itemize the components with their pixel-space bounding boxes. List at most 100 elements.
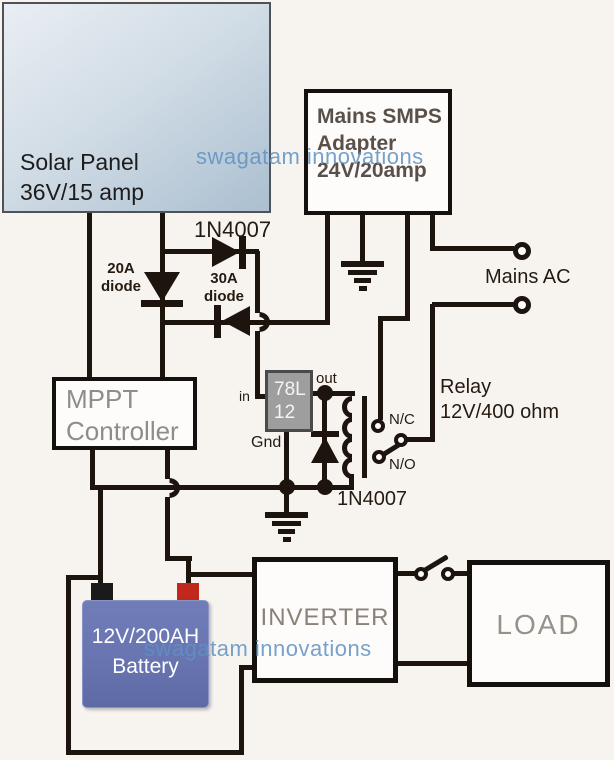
ground1-bar1 — [341, 261, 384, 267]
wire-batt-pos-jog — [165, 556, 192, 561]
wire-regin-vert-b — [255, 331, 260, 398]
solar-panel-block: Solar Panel 36V/15 amp — [2, 2, 271, 213]
relay-no-label: N/O — [389, 456, 416, 473]
smps-label-line2: Adapter — [317, 132, 397, 155]
relay-coil-bottom-stub — [349, 474, 354, 490]
ground1-bar4 — [359, 286, 367, 291]
relay-coil-turn3 — [342, 437, 352, 459]
wire-1n4007-branch — [162, 249, 259, 254]
wire-loop-left — [66, 575, 71, 755]
battery-pos-terminal — [177, 583, 199, 603]
smps-block: Mains SMPS Adapter 24V/20amp — [304, 89, 452, 215]
wire-hop-over-ground-rail — [169, 478, 180, 498]
wire-inverter-out — [398, 571, 416, 576]
relay-no-contact — [372, 450, 386, 464]
regulator-78l12-block: 78L 12 — [265, 370, 313, 432]
mppt-label-line2: Controller — [66, 416, 179, 446]
wire-smps-mains-vert — [430, 213, 435, 251]
output-switch-right-contact — [441, 567, 455, 581]
wire-mains-bot-horiz — [432, 302, 514, 307]
smps-label-line3: 24V/20amp — [317, 159, 427, 182]
battery-neg-terminal — [91, 583, 113, 603]
relay-coil-turn1 — [342, 396, 352, 418]
flyback-diode-triangle — [311, 437, 339, 463]
mains-ac-terminal-top — [513, 242, 531, 260]
load-label: LOAD — [496, 609, 581, 640]
solar-panel-label-line1: Solar Panel — [20, 149, 139, 175]
wire-smps-nc-vert1 — [405, 213, 410, 321]
smps-label-line1: Mains SMPS — [317, 105, 442, 128]
watermark-lower: swagatam innovations — [144, 636, 372, 661]
regulator-pin-in-label: in — [239, 388, 250, 404]
diode-30a-triangle — [222, 306, 250, 336]
diode-flyback-label: 1N4007 — [337, 488, 408, 510]
battery-block: 12V/200AH Battery — [82, 600, 209, 708]
wire-mains-top-horiz — [432, 246, 514, 251]
relay-nc-label: N/C — [389, 411, 415, 428]
wire-regin-vert-a — [255, 251, 260, 313]
relay-label-line1: Relay — [440, 376, 492, 398]
output-switch-left-contact — [414, 567, 428, 581]
diode-30a-cathode-bar — [214, 305, 221, 338]
relay-label-line2: 12V/400 ohm — [440, 401, 559, 423]
ground1-bar2 — [348, 270, 377, 275]
diode-30a-label-line2: diode — [204, 288, 244, 305]
ground1-bar3 — [354, 278, 371, 283]
diode-20a-label: 20A diode — [92, 260, 150, 296]
relay-coil-turn2 — [342, 417, 352, 439]
wire-loop-right — [239, 667, 244, 755]
ground2-stem — [284, 490, 289, 514]
inverter-label: INVERTER — [260, 604, 390, 631]
inverter-block: INVERTER — [252, 557, 398, 683]
wire-batt-pos-vert — [186, 556, 191, 585]
mppt-label: MPPT Controller — [66, 383, 179, 447]
mppt-label-line1: MPPT — [66, 384, 139, 414]
wire-mppt-neg-vert — [90, 450, 95, 490]
wire-regout-horiz — [313, 391, 355, 396]
wire-regin-stub — [255, 394, 268, 399]
regulator-label-line1: 78L — [274, 379, 306, 400]
diode-30a-label: 30A diode — [194, 270, 254, 306]
regulator-label-line2: 12 — [274, 402, 296, 423]
wire-smps-gnd-vert — [360, 213, 365, 263]
diode-20a-triangle — [144, 272, 180, 302]
wire-smps-nc-horiz — [378, 316, 410, 321]
wire-pole-horiz — [405, 437, 435, 442]
wire-switch-to-load — [453, 571, 469, 576]
regulator-pin-out-label: out — [316, 370, 337, 387]
mppt-block: MPPT Controller — [52, 377, 197, 450]
ground2-bar1 — [265, 512, 308, 518]
diode-1n4007-top-label: 1N4007 — [194, 217, 272, 242]
ground2-bar4 — [283, 537, 291, 542]
wire-reg-gnd-vert — [284, 432, 289, 487]
relay-coil-turn4 — [342, 457, 352, 479]
solar-panel-label: Solar Panel 36V/15 amp — [20, 147, 144, 207]
mains-ac-label: Mains AC — [485, 266, 571, 288]
relay-pole-contact — [394, 433, 408, 447]
wire-inverter-neg-stub — [239, 665, 255, 670]
ground2-bar3 — [278, 529, 295, 534]
wire-pole-vert — [430, 304, 435, 442]
wire-inverter-load-bottom — [398, 661, 469, 666]
relay-nc-contact — [371, 419, 385, 433]
mains-ac-terminal-bottom — [513, 296, 531, 314]
solar-panel-label-line2: 36V/15 amp — [20, 179, 145, 205]
watermark-upper: swagatam innovations — [196, 144, 424, 169]
junction-reg-gnd — [279, 479, 295, 495]
wire-ground-rail — [90, 485, 352, 490]
wire-solar-left — [87, 213, 92, 377]
ground2-bar2 — [272, 521, 301, 526]
diode-1n4007-top-triangle — [212, 237, 240, 267]
relay-label: Relay 12V/400 ohm — [440, 375, 559, 425]
regulator-label: 78L 12 — [274, 378, 306, 424]
battery-label: 12V/200AH Battery — [83, 622, 208, 682]
relay-coil-core — [362, 396, 367, 478]
wire-mppt-pos-vert-a — [165, 450, 170, 479]
diode-20a-label-line2: diode — [101, 278, 141, 295]
wire-batt-neg-vert — [98, 487, 103, 583]
diode-30a-label-line1: 30A — [210, 270, 238, 287]
wire-mppt-pos-vert-b — [165, 497, 170, 560]
regulator-pin-gnd-label: Gnd — [251, 434, 282, 451]
battery-label-line1: 12V/200AH — [91, 625, 200, 648]
